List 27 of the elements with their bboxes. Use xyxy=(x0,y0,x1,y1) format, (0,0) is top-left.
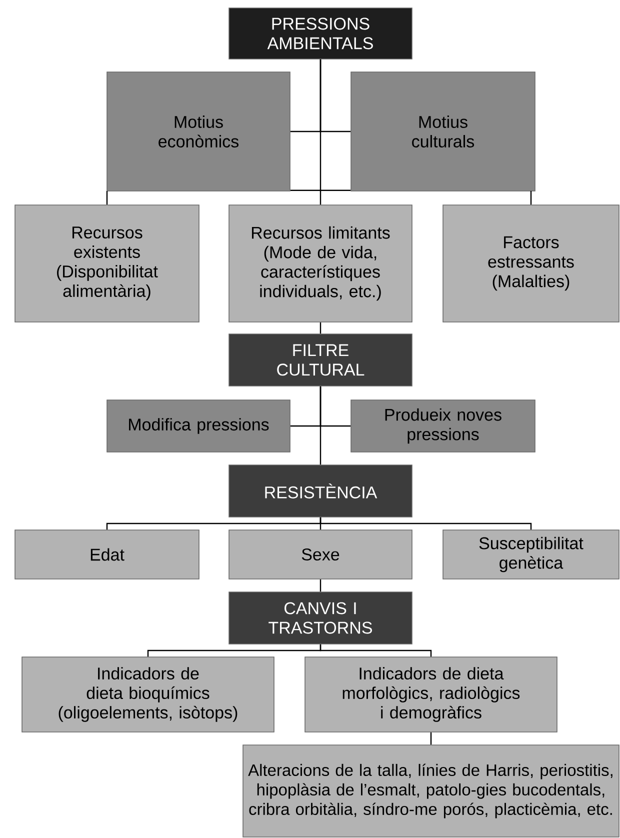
factor-box: Susceptibilitat genètica xyxy=(442,530,620,580)
connector-line xyxy=(530,191,532,205)
factor-box: Indicadors de dieta bioquímics (oligoelements, isòtops) xyxy=(22,656,274,732)
connector-line xyxy=(320,59,322,205)
category-box: Produeix noves pressions xyxy=(350,400,536,452)
category-box: Modifica pressions xyxy=(106,400,290,452)
dark-title-box: PRESSIONS AMBIENTALS xyxy=(228,8,412,60)
dark-title-box: RESISTÈNCIA xyxy=(228,464,412,518)
factor-box: Recursos limitants (Mode de vida, característiques individuals, etc.) xyxy=(228,204,412,322)
connector-line xyxy=(290,190,351,191)
connector-line xyxy=(320,322,322,334)
factor-box: Factors estressants (Malalties) xyxy=(442,204,620,322)
factor-box: Alteracions de la talla, línies de Harris, periostitis, hipoplàsia de l’esmalt, patolo-gies bucodentals, cribra orbitàlia, síndro-me porós, placticèmia, etc. xyxy=(242,744,620,838)
connector-line xyxy=(106,191,108,205)
factor-box: Sexe xyxy=(228,530,412,580)
connector-line xyxy=(320,517,532,530)
dark-title-box: FILTRE CULTURAL xyxy=(228,334,412,386)
connector-line xyxy=(320,579,322,592)
factor-box: Recursos existents (Disponibilitat alimentària) xyxy=(14,204,200,322)
connector-line xyxy=(430,732,432,745)
connector-line xyxy=(320,386,322,465)
factor-box: Edat xyxy=(14,530,200,580)
factor-box: Indicadors de dieta morfològics, radiològics i demogràfics xyxy=(304,656,558,732)
category-box: Motius econòmics xyxy=(106,72,290,192)
dark-title-box: CANVIS I TRASTORNS xyxy=(228,592,412,644)
connector-line xyxy=(320,644,432,657)
category-box: Motius culturals xyxy=(350,72,536,192)
